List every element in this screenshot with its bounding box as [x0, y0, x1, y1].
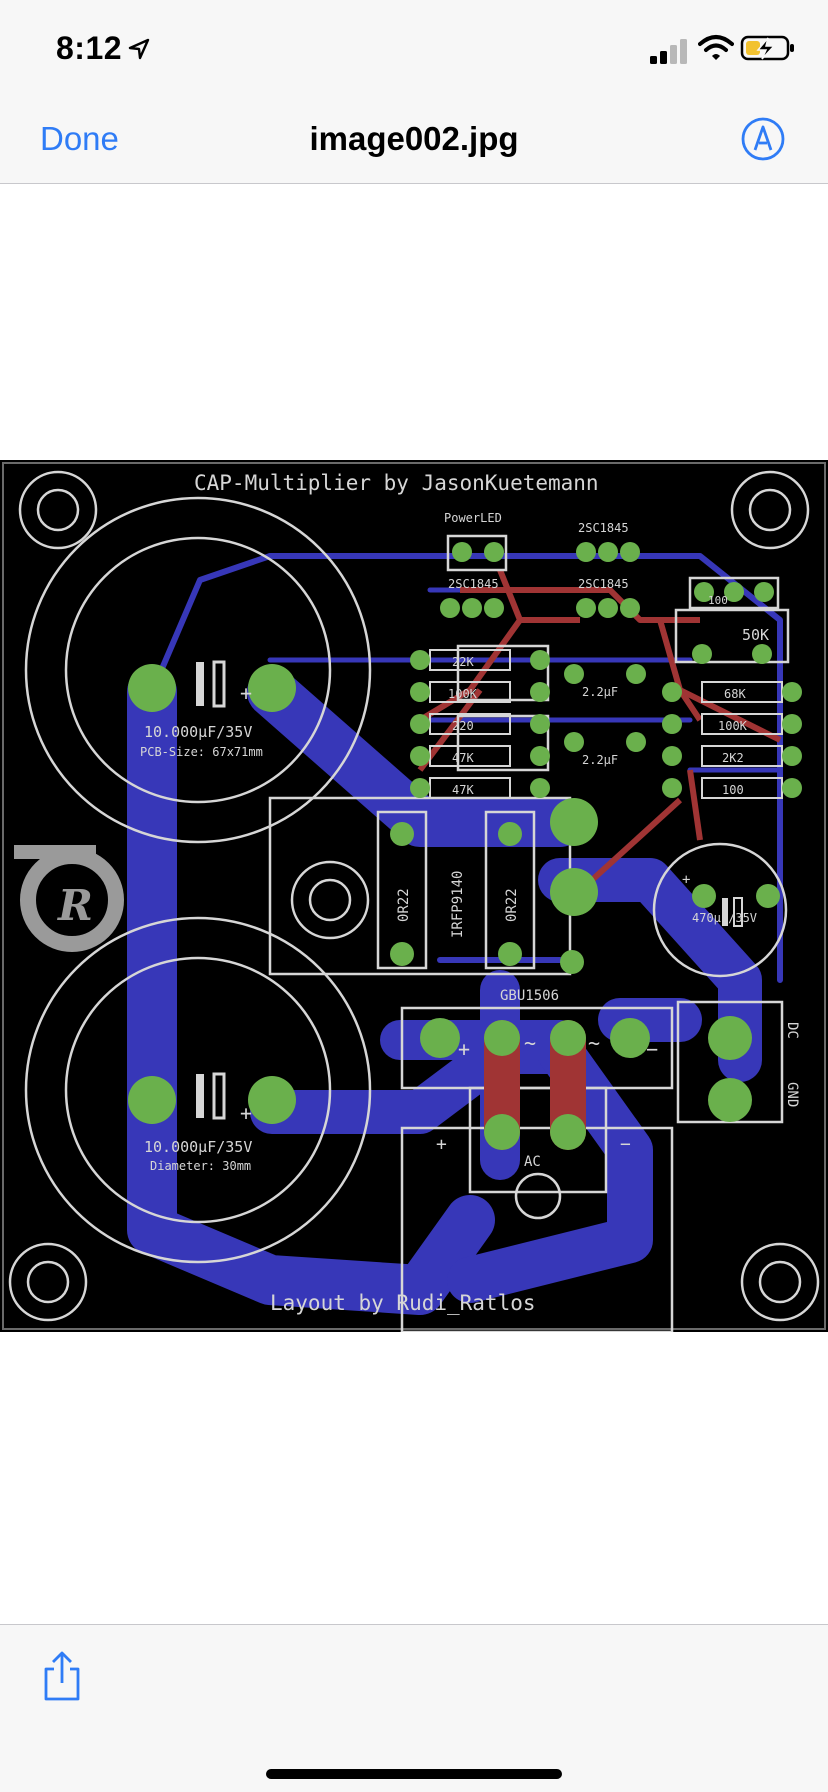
image-viewer[interactable]: R CAP-Multiplier by JasonKuetemann Layou… — [0, 184, 828, 1624]
trimmer-top-label: 100 — [708, 594, 728, 607]
cap2-plus: + — [240, 1101, 252, 1125]
cap-small-1: 2.2µF — [582, 685, 618, 699]
res-big-right-label: 0R22 — [504, 888, 520, 922]
trimmer-label: 50K — [742, 626, 769, 644]
cap2-value: 10.000µF/35V — [144, 1138, 252, 1156]
bottom-toolbar — [0, 1624, 828, 1792]
cap3-plus: + — [682, 872, 690, 888]
cap1-value: 10.000µF/35V — [144, 723, 252, 741]
cap2-note: Diameter: 30mm — [150, 1159, 251, 1173]
res-left-3: 220 — [452, 719, 474, 733]
res-right-1: 68K — [724, 687, 746, 701]
lower-plus: + — [436, 1134, 447, 1155]
bridge-tilde-left: ~ — [524, 1031, 536, 1055]
powerled-label: PowerLED — [444, 511, 502, 525]
pcb-layout-image[interactable]: R CAP-Multiplier by JasonKuetemann Layou… — [0, 460, 828, 1332]
lower-minus: − — [620, 1134, 631, 1155]
cap3-value: 470µF/35V — [692, 911, 757, 925]
transistor-mid-right-label: 2SC1845 — [578, 577, 629, 591]
bridge-minus: − — [646, 1037, 658, 1061]
res-left-5: 47K — [452, 783, 474, 797]
res-left-4: 47K — [452, 751, 474, 765]
share-icon[interactable] — [40, 1651, 84, 1703]
svg-text:R: R — [57, 881, 93, 930]
battery-charging-icon — [740, 35, 794, 61]
done-button[interactable]: Done — [40, 120, 119, 157]
dc-label: DC — [784, 1022, 800, 1039]
status-bar: 8:12 — [0, 0, 828, 94]
res-left-2: 100K — [448, 687, 478, 701]
cap1-note: PCB-Size: 67x71mm — [140, 745, 263, 759]
cap-small-2: 2.2µF — [582, 753, 618, 767]
res-big-left-label: 0R22 — [396, 888, 412, 922]
pcb-title-text: CAP-Multiplier by JasonKuetemann — [194, 471, 599, 495]
mosfet-label: IRFP9140 — [450, 871, 466, 938]
res-left-1: 22K — [452, 655, 474, 669]
wifi-icon — [698, 35, 734, 60]
markup-pen-icon[interactable] — [740, 116, 786, 162]
transistor-mid-left-label: 2SC1845 — [448, 577, 499, 591]
res-right-2: 100K — [718, 719, 748, 733]
bridge-label: GBU1506 — [500, 988, 559, 1004]
navigation-bar: Done image002.jpg — [0, 94, 828, 184]
cellular-signal-icon — [650, 39, 687, 64]
page-title: image002.jpg — [309, 120, 519, 157]
bridge-tilde-right: ~ — [588, 1031, 600, 1055]
cap1-plus: + — [240, 681, 252, 705]
pcb-footer-text: Layout by Rudi_Ratlos — [270, 1291, 536, 1315]
ac-label: AC — [524, 1154, 541, 1170]
gnd-label: GND — [784, 1082, 800, 1107]
res-right-4: 100 — [722, 783, 744, 797]
transistor-top-label: 2SC1845 — [578, 521, 629, 535]
res-right-3: 2K2 — [722, 751, 744, 765]
bridge-plus: + — [458, 1037, 470, 1061]
location-arrow-icon — [128, 38, 150, 60]
status-time: 8:12 — [56, 30, 123, 66]
logo-icon: R — [14, 845, 124, 952]
home-indicator[interactable] — [266, 1769, 562, 1779]
